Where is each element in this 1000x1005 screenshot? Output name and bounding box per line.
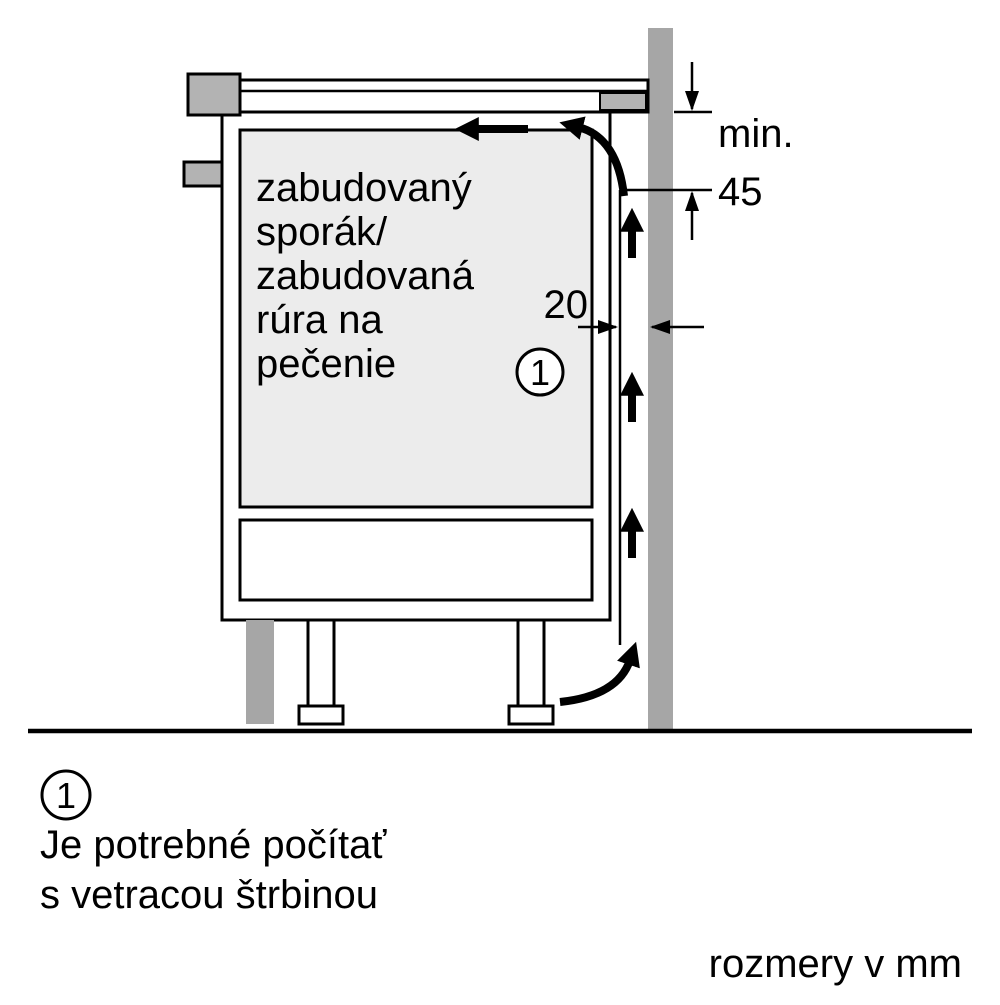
right-foot xyxy=(507,704,555,726)
callout-number: 1 xyxy=(530,352,550,393)
airflow-arrow-top-curve xyxy=(559,116,628,197)
plinth-panel xyxy=(246,620,274,724)
reference-lines xyxy=(618,110,712,645)
footnote-marker-number: 1 xyxy=(56,775,76,816)
appliance-label-line-3: zabudovaná xyxy=(256,254,475,298)
drawer xyxy=(238,518,594,602)
oven-handle xyxy=(182,160,224,188)
right-leg xyxy=(516,618,546,708)
footnote-line-2: s vetracou štrbinou xyxy=(40,873,378,917)
appliance-label-line-2: sporák/ xyxy=(256,210,388,254)
airflow-arrows xyxy=(454,116,644,706)
base xyxy=(246,618,555,726)
min-label: min. xyxy=(718,112,794,156)
appliance-label-line-1: zabudovaný xyxy=(256,166,472,210)
wall xyxy=(648,28,673,731)
callout-circle xyxy=(515,347,565,397)
dimension-arrows xyxy=(578,62,704,334)
units-note: rozmery v mm xyxy=(709,942,962,986)
gap-value: 20 xyxy=(544,283,589,327)
left-leg xyxy=(306,618,336,708)
airflow-arrow-bottom-curve xyxy=(559,641,640,706)
footnote-marker-circle xyxy=(40,769,92,821)
left-foot xyxy=(297,704,345,726)
footnote-line-1: Je potrebné počítať xyxy=(40,823,387,867)
cabinet xyxy=(182,110,612,622)
worktop xyxy=(224,78,650,114)
hob-inset xyxy=(599,92,647,111)
worktop-assembly xyxy=(186,72,650,117)
oven-cavity xyxy=(238,128,594,509)
worktop-front-trim xyxy=(186,72,242,117)
appliance-label-line-4: rúra na xyxy=(256,298,383,342)
min-value: 45 xyxy=(718,170,763,214)
appliance-label-line-5: pečenie xyxy=(256,342,396,386)
